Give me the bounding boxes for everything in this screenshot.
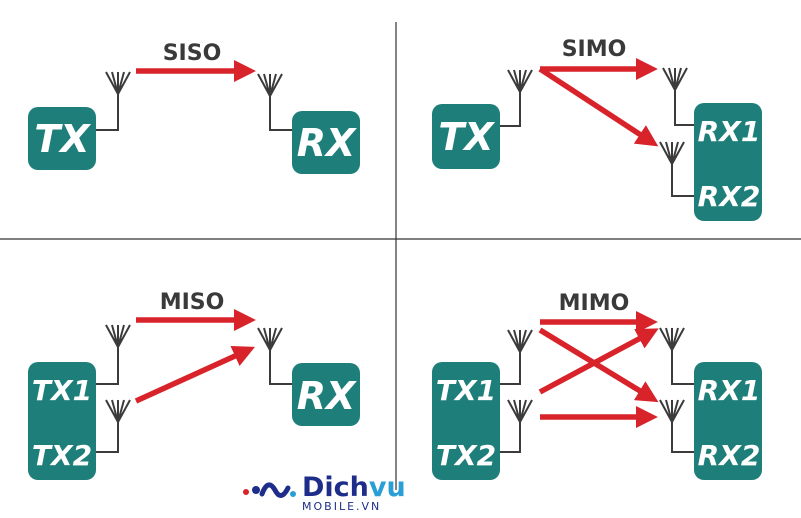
- simo-rx1-antenna-icon: [662, 67, 688, 91]
- logo-brand-dich: Dich: [302, 472, 369, 503]
- mimo-rx2-feed: [671, 422, 694, 453]
- miso-tx2-antenna-icon: [105, 399, 131, 423]
- miso-arrow-from-tx2: [134, 345, 256, 404]
- simo-tx-feed: [500, 92, 521, 127]
- mimo-tx1-antenna-icon: [507, 329, 533, 353]
- simo-tx-box: [432, 104, 500, 169]
- mimo-tx-box: [432, 362, 500, 480]
- miso-tx2-feed: [96, 422, 119, 453]
- simo-tx-antenna-icon: [507, 69, 533, 93]
- panel-miso: MISO TX1 TX2 RX: [28, 290, 360, 480]
- miso-rx-label: RX: [297, 374, 357, 418]
- simo-rx-box: [694, 103, 762, 221]
- mimo-rx1-feed: [671, 350, 694, 385]
- siso-tx-feed: [96, 94, 119, 131]
- siso-tx-box: [28, 107, 96, 170]
- mimo-rx2-label: RX2: [698, 439, 761, 472]
- miso-tx1-feed: [96, 347, 119, 385]
- logo-subtitle: MOBILE.VN: [302, 500, 381, 513]
- simo-rx1-label: RX1: [698, 115, 761, 148]
- mimo-tx1-label: TX1: [436, 374, 496, 407]
- miso-title: MISO: [160, 290, 225, 315]
- miso-tx2-label: TX2: [32, 439, 92, 472]
- mimo-rx1-label: RX1: [698, 374, 761, 407]
- mimo-rx1-antenna-icon: [659, 327, 685, 351]
- mimo-tx1-feed: [500, 352, 521, 385]
- logo-wave-icon: [243, 482, 296, 498]
- miso-tx1-label: TX1: [32, 374, 92, 407]
- siso-rx-antenna-icon: [257, 73, 283, 97]
- simo-rx1-feed: [674, 90, 694, 126]
- logo-brand-vu: vu: [369, 472, 406, 503]
- simo-arrow-to-rx2: [538, 66, 659, 147]
- panel-simo: SIMO TX RX1 RX2: [432, 37, 762, 221]
- simo-title: SIMO: [562, 37, 627, 62]
- panel-mimo: MIMO TX1 TX2 RX1 RX2: [432, 291, 762, 480]
- siso-rx-label: RX: [297, 121, 357, 165]
- mimo-title: MIMO: [559, 291, 630, 316]
- miso-rx-feed: [269, 350, 292, 385]
- simo-rx2-label: RX2: [698, 180, 761, 213]
- miso-tx-box: [28, 362, 96, 480]
- mimo-rx-box: [694, 362, 762, 480]
- mimo-tx2-antenna-icon: [507, 399, 533, 423]
- siso-title: SISO: [163, 41, 222, 66]
- simo-rx2-antenna-icon: [659, 141, 685, 165]
- mimo-tx2-feed: [500, 422, 521, 453]
- siso-rx-box: [292, 111, 360, 174]
- simo-tx-label: TX: [438, 115, 495, 159]
- miso-tx1-antenna-icon: [105, 324, 131, 348]
- mimo-tx2-label: TX2: [436, 439, 496, 472]
- mimo-arrow-tx2-rx1: [538, 328, 659, 395]
- siso-tx-antenna-icon: [105, 71, 131, 95]
- siso-tx-label: TX: [34, 117, 91, 161]
- watermark-logo: Dichvu MOBILE.VN: [243, 472, 406, 513]
- panel-siso: SISO TX RX: [28, 41, 360, 174]
- simo-rx2-feed: [671, 164, 694, 197]
- siso-rx-feed: [269, 96, 292, 131]
- miso-rx-box: [292, 363, 360, 426]
- mimo-rx2-antenna-icon: [659, 399, 685, 423]
- logo-text: Dichvu: [302, 472, 406, 503]
- miso-rx-antenna-icon: [257, 327, 283, 351]
